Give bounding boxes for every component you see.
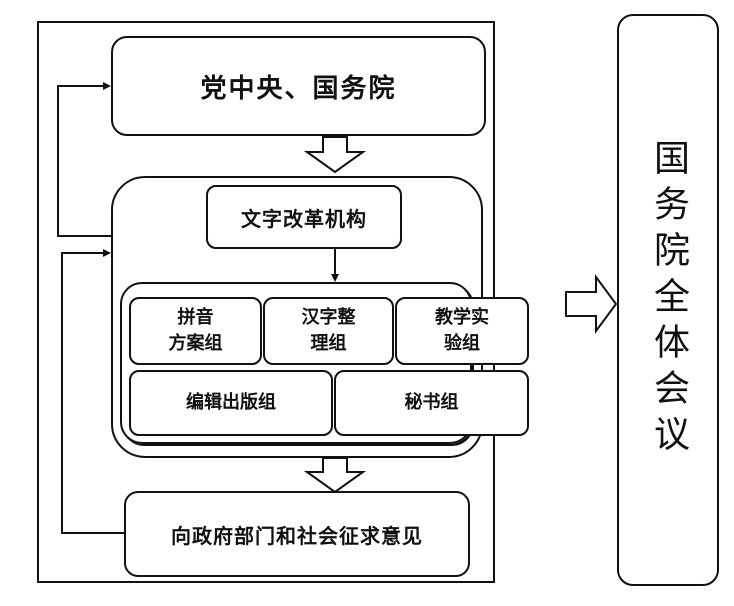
node-label: 向政府部门和社会征求意见 (171, 523, 423, 548)
node-label: 党中央、国务院 (200, 73, 397, 104)
group-label: 秘书组 (404, 392, 459, 413)
feedback-loop-lower (61, 252, 124, 534)
group-label: 汉字整 理组 (301, 307, 356, 354)
node-state-council-plenary: 国务院全体会议 (617, 14, 719, 586)
arrowhead (331, 274, 339, 282)
arrowhead (103, 82, 111, 90)
group-hanzi: 汉字整 理组 (263, 297, 394, 365)
node-consult: 向政府部门和社会征求意见 (124, 491, 470, 577)
group-pinyin: 拼音 方案组 (129, 297, 262, 365)
arrowhead (103, 249, 111, 257)
node-label: 文字改革机构 (241, 206, 367, 231)
group-label: 编辑出版组 (186, 392, 276, 413)
hollow-arrow-down-2 (303, 457, 367, 494)
feedback-loop-upper (57, 85, 111, 237)
group-label: 拼音 方案组 (168, 307, 223, 354)
group-teaching: 教学实 验组 (395, 297, 529, 365)
node-label: 国务院全体会议 (648, 139, 689, 461)
group-label: 教学实 验组 (435, 307, 489, 354)
node-party-central-state-council: 党中央、国务院 (111, 36, 486, 136)
group-secretariat: 秘书组 (334, 370, 529, 436)
hollow-arrow-down-1 (303, 136, 367, 174)
node-reform-body: 文字改革机构 (206, 185, 402, 249)
group-editing: 编辑出版组 (129, 370, 333, 436)
hollow-arrow-right (565, 273, 618, 335)
